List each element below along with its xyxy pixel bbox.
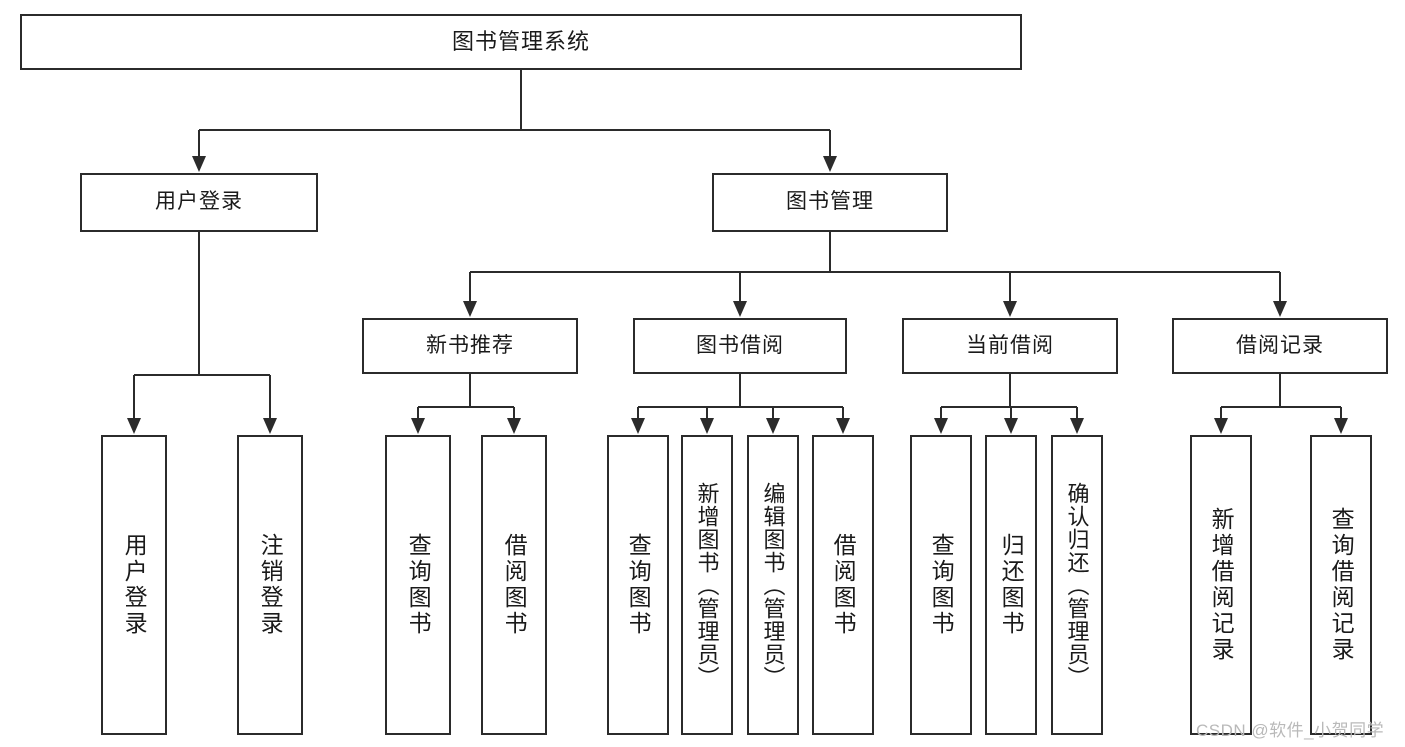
node-label: 当前借阅: [966, 333, 1054, 357]
arrowhead-icon-g1-2: [766, 418, 780, 434]
node-label: 用户登录: [155, 190, 243, 214]
arrowhead-icon-g3-0: [1214, 418, 1228, 434]
connector-root-drop-0: [198, 130, 200, 157]
node-label: 图书管理系统: [451, 29, 590, 55]
leaf-node-2: 查询图书: [385, 435, 451, 735]
leaf-node-0: 用户登录: [101, 435, 167, 735]
arrowhead-icon-login-0: [127, 418, 141, 434]
node-label: 新增借阅记录: [1208, 507, 1235, 663]
node-label: 编辑图书（管理员）: [760, 481, 786, 689]
connector-g2-bar: [941, 406, 1077, 408]
connector-root-drop-1: [829, 130, 831, 157]
connector-g1-drop-2: [772, 407, 774, 419]
level2-node-0: 用户登录: [80, 173, 318, 232]
connector-root-bar: [199, 129, 830, 131]
root-node: 图书管理系统: [20, 14, 1022, 70]
arrowhead-icon-book-3: [1273, 301, 1287, 317]
connector-g1-stem: [739, 374, 741, 407]
connector-login-stem: [198, 232, 200, 375]
connector-book-stem: [829, 232, 831, 272]
connector-g2-drop-0: [940, 407, 942, 419]
connector-g0-drop-1: [513, 407, 515, 419]
connector-book-bar: [470, 271, 1280, 273]
node-label: 注销登录: [257, 533, 284, 637]
connector-g0-drop-0: [417, 407, 419, 419]
connector-book-drop-1: [739, 272, 741, 302]
arrowhead-icon-g3-1: [1334, 418, 1348, 434]
arrowhead-icon-g2-2: [1070, 418, 1084, 434]
node-label: 查询图书: [405, 533, 432, 637]
node-label: 借阅图书: [501, 533, 528, 637]
connector-root-stem: [520, 70, 522, 130]
leaf-node-7: 借阅图书: [812, 435, 874, 735]
leaf-node-1: 注销登录: [237, 435, 303, 735]
connector-g1-drop-0: [637, 407, 639, 419]
connector-g1-drop-1: [706, 407, 708, 419]
leaf-node-3: 借阅图书: [481, 435, 547, 735]
connector-g1-bar: [638, 406, 843, 408]
node-label: 借阅记录: [1236, 333, 1324, 357]
node-label: 归还图书: [998, 533, 1025, 637]
node-label: 确认归还（管理员）: [1064, 481, 1090, 689]
leaf-node-4: 查询图书: [607, 435, 669, 735]
arrowhead-icon-book-1: [733, 301, 747, 317]
node-label: 新书推荐: [426, 333, 514, 357]
node-label: 查询借阅记录: [1328, 507, 1355, 663]
leaf-node-9: 归还图书: [985, 435, 1037, 735]
leaf-node-6: 编辑图书（管理员）: [747, 435, 799, 735]
connector-g3-drop-0: [1220, 407, 1222, 419]
connector-login-bar: [134, 374, 270, 376]
level3-node-3: 借阅记录: [1172, 318, 1388, 374]
connector-book-drop-2: [1009, 272, 1011, 302]
arrowhead-icon-root-1: [823, 156, 837, 172]
node-label: 新增图书（管理员）: [694, 481, 720, 689]
node-label: 借阅图书: [830, 533, 857, 637]
leaf-node-12: 查询借阅记录: [1310, 435, 1372, 735]
connector-g0-stem: [469, 374, 471, 407]
node-label: 查询图书: [928, 533, 955, 637]
connector-login-drop-1: [269, 375, 271, 419]
connector-g2-stem: [1009, 374, 1011, 407]
node-label: 图书管理: [786, 190, 874, 214]
watermark: CSDN @软件_小贺同学: [1196, 721, 1385, 740]
connector-g3-drop-1: [1340, 407, 1342, 419]
leaf-node-8: 查询图书: [910, 435, 972, 735]
arrowhead-icon-login-1: [263, 418, 277, 434]
level3-node-1: 图书借阅: [633, 318, 847, 374]
leaf-node-11: 新增借阅记录: [1190, 435, 1252, 735]
arrowhead-icon-g0-0: [411, 418, 425, 434]
connector-g3-stem: [1279, 374, 1281, 407]
arrowhead-icon-root-0: [192, 156, 206, 172]
connector-g1-drop-3: [842, 407, 844, 419]
node-label: 用户登录: [121, 533, 148, 637]
level3-node-2: 当前借阅: [902, 318, 1118, 374]
arrowhead-icon-g1-3: [836, 418, 850, 434]
level3-node-0: 新书推荐: [362, 318, 578, 374]
arrowhead-icon-g1-0: [631, 418, 645, 434]
connector-g2-drop-2: [1076, 407, 1078, 419]
arrowhead-icon-g2-1: [1004, 418, 1018, 434]
arrowhead-icon-book-2: [1003, 301, 1017, 317]
leaf-node-10: 确认归还（管理员）: [1051, 435, 1103, 735]
connector-g0-bar: [418, 406, 514, 408]
connector-login-drop-0: [133, 375, 135, 419]
arrowhead-icon-g2-0: [934, 418, 948, 434]
level2-node-1: 图书管理: [712, 173, 948, 232]
arrowhead-icon-g0-1: [507, 418, 521, 434]
connector-book-drop-0: [469, 272, 471, 302]
connector-g3-bar: [1221, 406, 1341, 408]
arrowhead-icon-g1-1: [700, 418, 714, 434]
arrowhead-icon-book-0: [463, 301, 477, 317]
connector-g2-drop-1: [1010, 407, 1012, 419]
node-label: 查询图书: [625, 533, 652, 637]
connector-book-drop-3: [1279, 272, 1281, 302]
leaf-node-5: 新增图书（管理员）: [681, 435, 733, 735]
node-label: 图书借阅: [696, 333, 784, 357]
